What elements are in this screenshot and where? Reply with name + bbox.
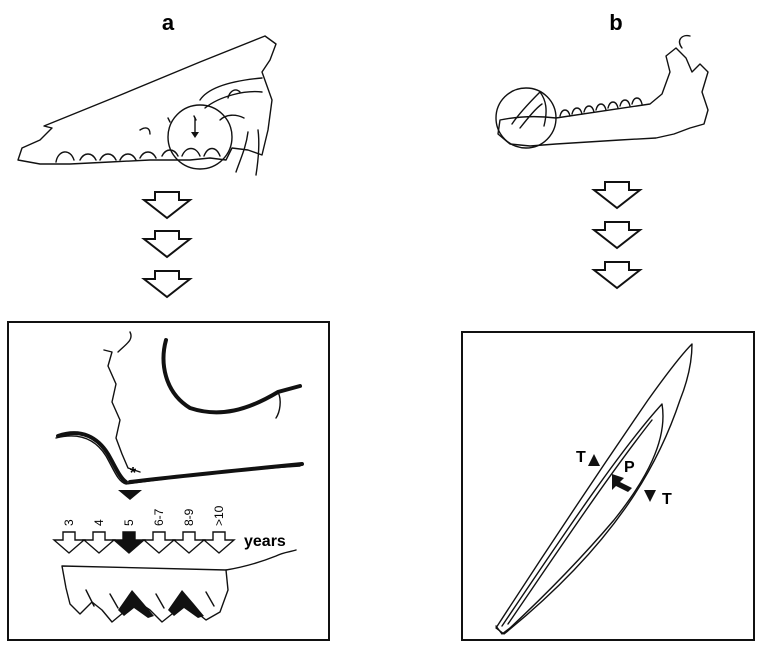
flow-arrow-b-1 <box>594 182 640 208</box>
age-label-1: 3 <box>62 519 76 526</box>
panel-b-frame <box>462 332 754 640</box>
panel-a-frame <box>8 322 329 640</box>
asterisk-marker: * <box>130 465 137 482</box>
label-t-right: T <box>662 491 672 508</box>
age-label-6: >10 <box>212 505 226 526</box>
label-t-left: T <box>576 449 586 466</box>
mandible-condyle-hook <box>680 36 690 48</box>
flow-arrow-a-2 <box>144 231 190 257</box>
flow-arrow-b-2 <box>594 222 640 248</box>
panel-b-letter: b <box>609 10 622 35</box>
flow-arrow-a-3 <box>144 271 190 297</box>
incisor-sketch <box>512 92 546 128</box>
mandible-detail-circle <box>496 88 556 148</box>
age-label-3: 5 <box>122 519 136 526</box>
mandible-drawing <box>496 36 708 148</box>
age-label-2: 4 <box>92 519 106 526</box>
panel-b-detail-box: T T P <box>462 332 754 640</box>
flow-arrow-b-3 <box>594 262 640 288</box>
mandible-outline <box>498 48 708 146</box>
panel-a: a <box>8 10 329 640</box>
years-label: years <box>244 533 286 550</box>
panel-a-detail-box: * 3 4 5 6-7 <box>8 322 329 640</box>
age-label-5: 8-9 <box>182 508 196 526</box>
label-p: P <box>624 459 635 476</box>
age-label-4: 6-7 <box>152 508 166 526</box>
panel-a-letter: a <box>162 10 175 35</box>
flow-arrows-a <box>144 192 190 297</box>
flow-arrows-b <box>594 182 640 288</box>
flow-arrow-a-1 <box>144 192 190 218</box>
panel-b: b T T <box>462 10 754 640</box>
skull-drawing <box>18 36 276 175</box>
tooth-pointer-arrowhead <box>191 132 199 138</box>
